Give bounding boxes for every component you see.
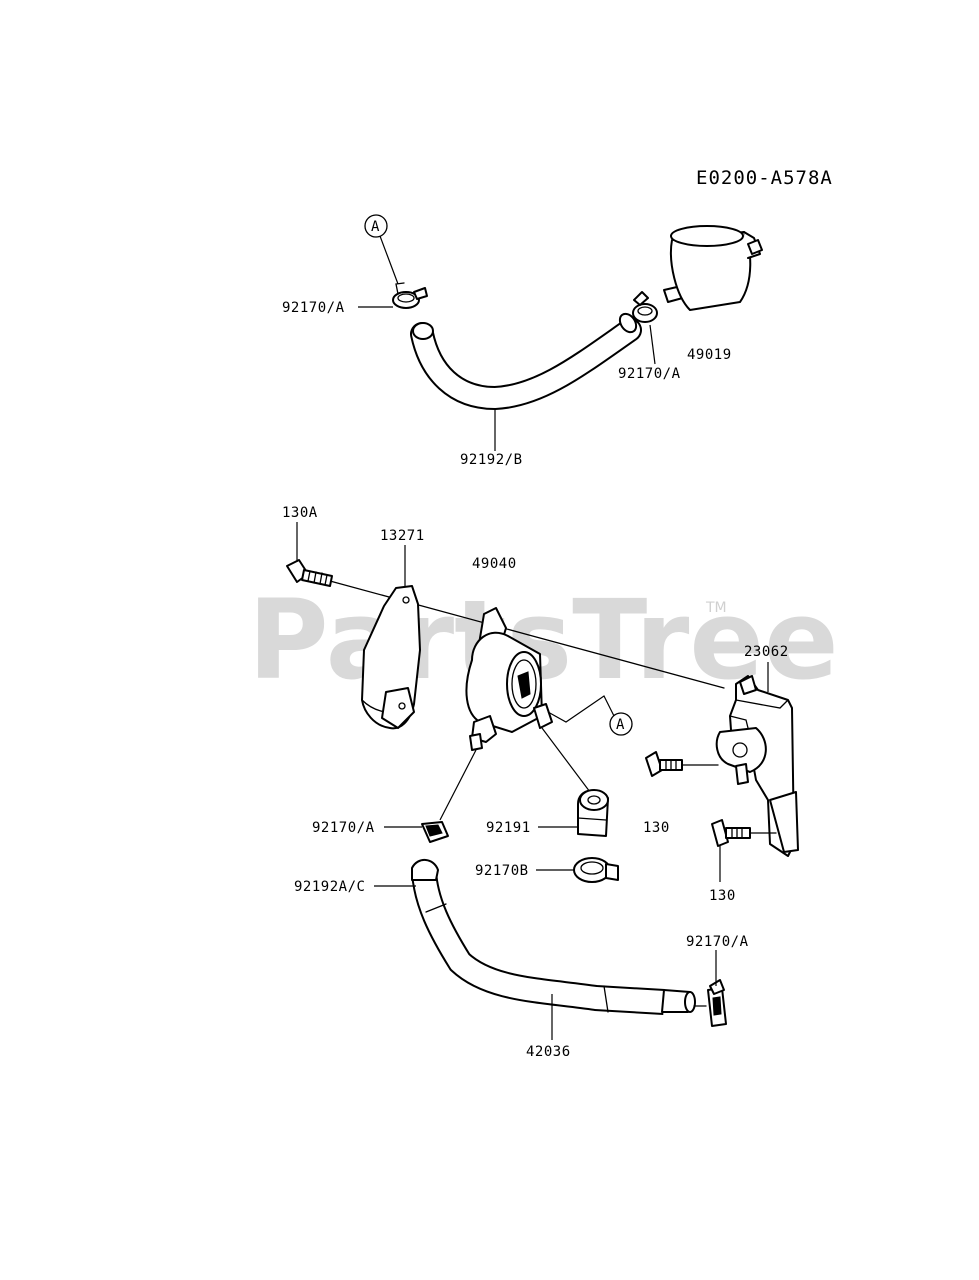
- clamp-92170a-bottom-right[interactable]: [707, 979, 727, 1027]
- bolt-130a[interactable]: [286, 559, 333, 587]
- label-49040[interactable]: 49040: [472, 556, 517, 572]
- label-92191[interactable]: 92191: [486, 820, 531, 836]
- bolt-130-bottom[interactable]: [711, 819, 777, 847]
- clamp-92170a-mid-left[interactable]: [421, 821, 449, 843]
- label-92192ac[interactable]: 92192A/C: [294, 879, 365, 895]
- label-130-bottom[interactable]: 130: [709, 888, 736, 904]
- label-130-left[interactable]: 130: [643, 820, 670, 836]
- clamp-92170b[interactable]: [573, 857, 619, 883]
- label-92170a-bottom-right[interactable]: 92170/A: [686, 934, 749, 950]
- fuel-filter-49019[interactable]: [663, 225, 763, 311]
- hose-92192b[interactable]: [410, 311, 642, 411]
- label-92170a-top-right[interactable]: 92170/A: [618, 366, 681, 382]
- label-92170a-top-left[interactable]: 92170/A: [282, 300, 345, 316]
- label-92170b[interactable]: 92170B: [475, 863, 529, 879]
- watermark-trademark: TM: [705, 600, 727, 616]
- elbow-fitting-92191[interactable]: [577, 789, 609, 837]
- clamp-92170a-top-left[interactable]: [392, 282, 428, 309]
- label-92192b[interactable]: 92192/B: [460, 452, 523, 468]
- diagram-code: E0200-A578A: [696, 167, 833, 189]
- bracket-13271[interactable]: [361, 585, 421, 730]
- hose-92192ac-42036[interactable]: [411, 859, 696, 1015]
- ref-marker-a-top[interactable]: A: [364, 214, 388, 238]
- fuel-pump-49040[interactable]: [465, 607, 553, 751]
- label-92170a-mid-left[interactable]: 92170/A: [312, 820, 375, 836]
- label-42036[interactable]: 42036: [526, 1044, 571, 1060]
- bracket-23062[interactable]: [715, 675, 799, 857]
- clamp-92170a-top-right[interactable]: [632, 291, 658, 323]
- ref-marker-a-bottom-label: A: [616, 717, 625, 733]
- label-49019[interactable]: 49019: [687, 347, 732, 363]
- ref-marker-a-bottom[interactable]: A: [609, 712, 633, 736]
- label-13271[interactable]: 13271: [380, 528, 425, 544]
- bolt-130-left[interactable]: [645, 751, 719, 777]
- ref-marker-a-top-label: A: [371, 219, 380, 235]
- label-130a[interactable]: 130A: [282, 505, 318, 521]
- label-23062[interactable]: 23062: [744, 644, 789, 660]
